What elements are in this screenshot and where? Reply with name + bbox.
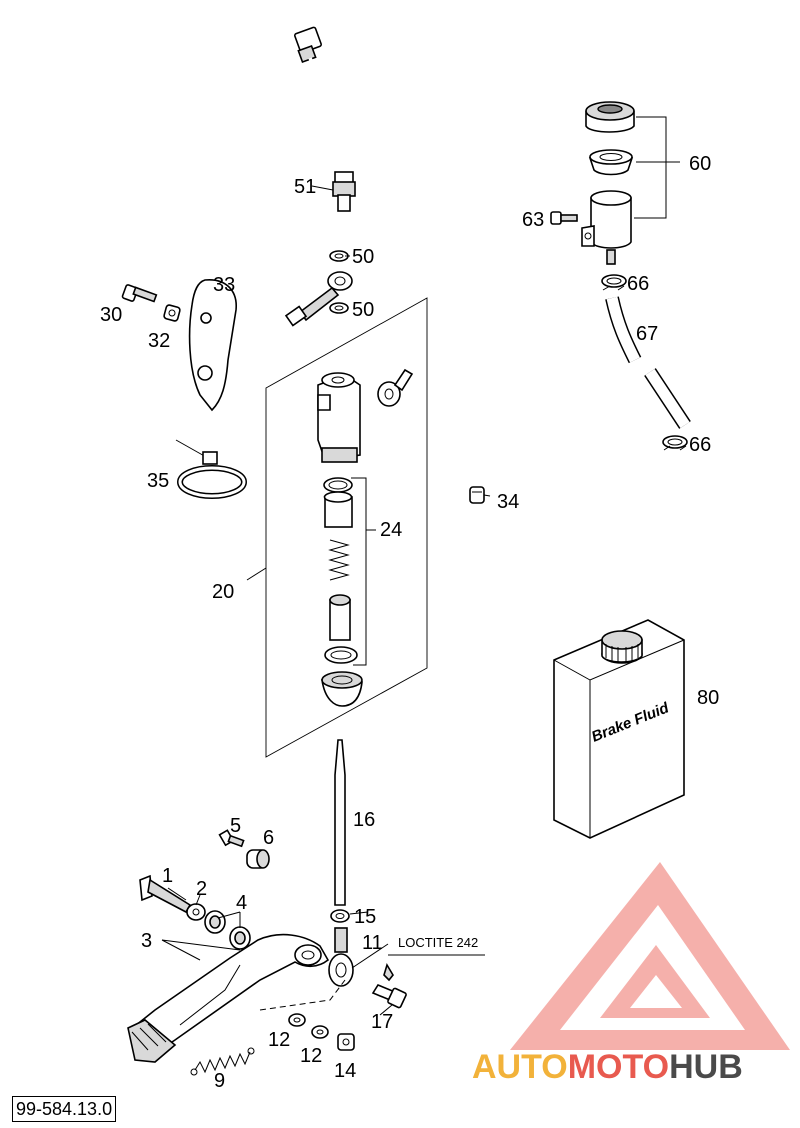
callout-3: 3 [141,930,152,952]
part-4-bearing-a [204,910,226,934]
part-11-clevis [328,927,354,987]
part-16-push-rod [334,739,346,906]
part-4-bearing-b [229,926,251,950]
callout-12-right: 12 [300,1045,322,1067]
part-2-washer [186,903,206,921]
watermark-hub: HUB [669,1048,743,1086]
loctite-note: LOCTITE 242 [398,935,478,950]
part-66-clamp-bottom [662,435,688,451]
callout-60: 60 [689,153,711,175]
master-cylinder-body [317,372,361,463]
banjo-fitting [284,271,353,327]
part-50-washer-bottom [329,302,349,314]
part-5-screw [218,829,245,848]
part-15-nut [330,909,350,923]
callout-50-top: 50 [352,246,374,268]
part-14-nut [337,1033,355,1051]
drawing-number: 99-584.13.0 [12,1096,117,1122]
callout-34: 34 [497,491,519,513]
callout-6: 6 [263,827,274,849]
bracket-60 [634,116,680,219]
assembly-20-frame [265,297,428,758]
elbow-fitting [377,368,414,407]
bracket-24 [351,477,376,666]
callout-5: 5 [230,815,241,837]
watermark-logo: AUTOMOTOHUB [472,862,790,1086]
callout-51: 51 [294,176,316,198]
part-6-bushing [246,849,270,869]
callout-32: 32 [148,330,170,352]
part-24-piston [329,594,351,641]
callout-4: 4 [236,892,247,914]
callout-14: 14 [334,1060,356,1082]
watermark-auto: AUTO [472,1048,568,1086]
part-24-sleeve [323,491,353,528]
part-51-brake-light-switch [294,26,356,212]
watermark-triangle-hole [630,975,682,1008]
callout-35: 35 [147,470,169,492]
callout-12-left: 12 [268,1029,290,1051]
svg-text:AUTOMOTOHUB: AUTOMOTOHUB [472,1048,743,1086]
part-12-washer-a [288,1013,306,1027]
callout-17: 17 [371,1011,393,1033]
part-17-bolt [371,963,407,1009]
part-33-cylinder-guard [188,279,237,412]
callout-9: 9 [214,1070,225,1092]
part-66-clamp-top [601,274,627,291]
part-60-diaphragm [588,149,634,176]
callout-20: 20 [212,581,234,603]
part-80-brake-fluid-can: Brake Fluid [553,619,685,839]
part-24-circlip [324,646,358,664]
callout-33: 33 [213,274,235,296]
part-30-bolt [121,284,158,303]
callout-16: 16 [353,809,375,831]
part-24-spring [328,539,350,581]
callout-1: 1 [162,865,173,887]
callout-24: 24 [380,519,402,541]
pedal-dashed-axis [259,979,346,1011]
part-24-o-ring [323,477,353,493]
part-1-pivot-bolt [139,874,192,914]
leader-lines [161,185,491,1016]
part-3-brake-pedal [127,933,330,1063]
part-24-dust-boot [321,671,363,707]
part-12-washer-b [311,1025,329,1039]
part-32-nut [163,304,181,322]
callout-80: 80 [697,687,719,709]
callout-66-top: 66 [627,273,649,295]
callout-labels: 51 50 50 33 30 32 35 34 24 20 60 63 66 6… [100,153,719,1092]
callout-2: 2 [196,878,207,900]
part-63-screw [550,211,578,225]
part-60-reservoir-body [581,190,632,265]
part-60-reservoir-cap [585,101,635,133]
callout-63: 63 [522,209,544,231]
callout-67: 67 [636,323,658,345]
callout-11: 11 [362,932,383,954]
part-67-hose [605,296,691,429]
part-9-return-spring [190,1047,255,1076]
callout-30: 30 [100,304,122,326]
callout-50-bottom: 50 [352,299,374,321]
part-35-cable-tie [175,439,247,499]
watermark-moto: MOTO [568,1048,669,1086]
part-34-clip [469,486,485,504]
callout-15: 15 [354,906,376,928]
callout-66-bottom: 66 [689,434,711,456]
